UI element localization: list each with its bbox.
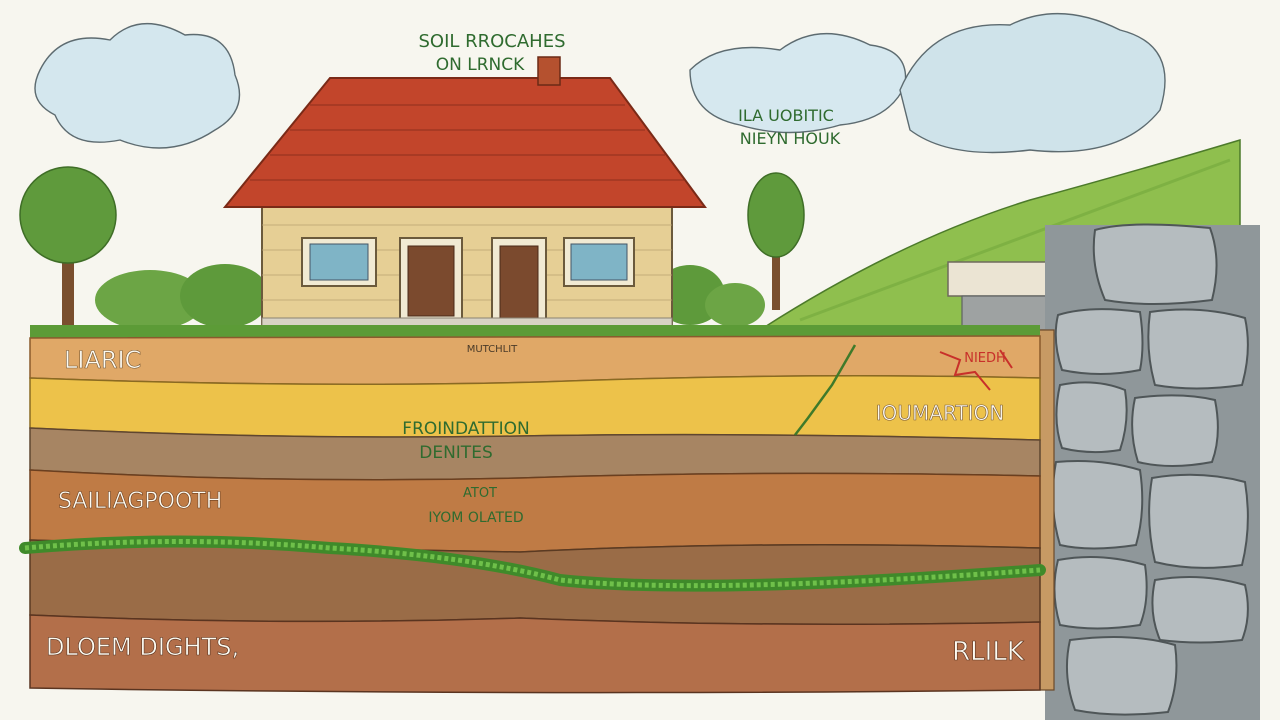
crack-line <box>794 344 857 436</box>
soil-layers <box>19 325 1046 694</box>
tree-left <box>19 166 117 330</box>
label-bottom-left: DLOEM DIGHTS, <box>46 633 239 661</box>
grass-root-band <box>19 535 1046 592</box>
label-topsoil-small: MUTCHLIT <box>467 344 518 355</box>
roof <box>222 77 707 208</box>
chimney <box>537 56 561 86</box>
label-mid-center-line-1: ATOT <box>463 486 497 501</box>
label-foundation-line-2: DENITES <box>419 443 492 463</box>
stone-wall <box>947 223 1260 720</box>
label-foundation-line-1: FROINDATTION <box>402 419 529 439</box>
label-crack-red: NIEDH <box>964 351 1006 366</box>
title-line-1: SOIL RROCAHES <box>418 31 565 52</box>
label-mid-left: SAILIAGPOOTH <box>58 489 222 514</box>
title-line-2: ON LRNCK <box>436 55 525 75</box>
label-bottom-right: RLILK <box>952 637 1025 667</box>
label-right-foundation: IOUMARTION <box>876 401 1004 425</box>
sky-label-line-2: NIEYN HOUK <box>740 129 841 148</box>
tree-right <box>747 172 805 310</box>
label-mid-center-line-2: IYOM OLATED <box>428 510 523 526</box>
sky-clouds <box>34 12 1166 154</box>
text-labels: SOIL RROCAHES ON LRNCK ILA UOBITIC NIEYN… <box>46 31 1025 667</box>
house <box>222 56 707 328</box>
sky-label-line-1: ILA UOBITIC <box>738 106 834 125</box>
label-topsoil: LIARIC <box>64 346 141 374</box>
bushes <box>95 264 765 330</box>
red-crack-marks <box>939 349 1013 391</box>
deep-layer <box>29 614 1041 694</box>
gray-brown-layer <box>29 427 1041 481</box>
